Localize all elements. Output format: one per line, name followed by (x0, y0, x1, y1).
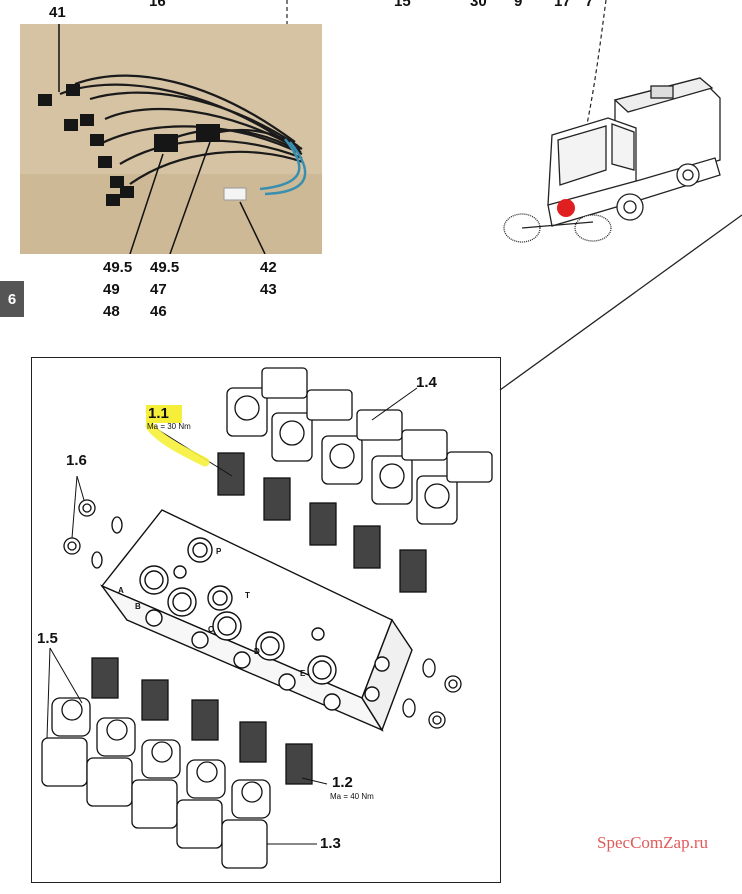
callout-49-5-a: 49.5 (103, 259, 133, 276)
callout-1-1: 1.1 (148, 405, 169, 422)
callout-49: 49 (103, 281, 120, 298)
callout-48: 48 (103, 303, 120, 320)
callout-41: 41 (49, 4, 66, 21)
callout-1-2: 1.2 (332, 774, 353, 791)
wiring-harness-photo (20, 24, 322, 254)
callout-7: 7 (585, 0, 594, 10)
callout-47: 47 (150, 281, 167, 298)
callout-1-5: 1.5 (37, 630, 58, 647)
callout-42: 42 (260, 259, 277, 276)
highlight-marker (146, 405, 182, 423)
location-marker (557, 199, 575, 217)
callout-1-6: 1.6 (66, 452, 87, 469)
port-letter-a: A (118, 586, 124, 595)
port-letter-c: C (208, 625, 214, 634)
callout-30: 30 (470, 0, 487, 10)
port-letter-p: P (216, 547, 222, 556)
callout-49-5-b: 49.5 (150, 259, 180, 276)
torque-note-1-1: Ma = 30 Nm (147, 422, 191, 431)
valve-block-diagram: A B C D E P T (31, 357, 501, 883)
callout-1-3: 1.3 (320, 835, 341, 852)
port-letter-t: T (245, 591, 250, 600)
watermark: SpecComZap.ru (597, 833, 708, 852)
callout-16: 16 (149, 0, 166, 10)
port-letter-e: E (300, 669, 306, 678)
port-letter-b: B (135, 602, 141, 611)
torque-note-1-2: Ma = 40 Nm (330, 792, 374, 801)
page-number-tab: 6 (0, 281, 24, 317)
callout-17: 17 (554, 0, 571, 10)
port-letter-d: D (254, 647, 260, 656)
callout-46: 46 (150, 303, 167, 320)
callout-9: 9 (514, 0, 523, 10)
callout-15: 15 (394, 0, 411, 10)
callout-43: 43 (260, 281, 277, 298)
callout-1-4: 1.4 (416, 374, 437, 391)
